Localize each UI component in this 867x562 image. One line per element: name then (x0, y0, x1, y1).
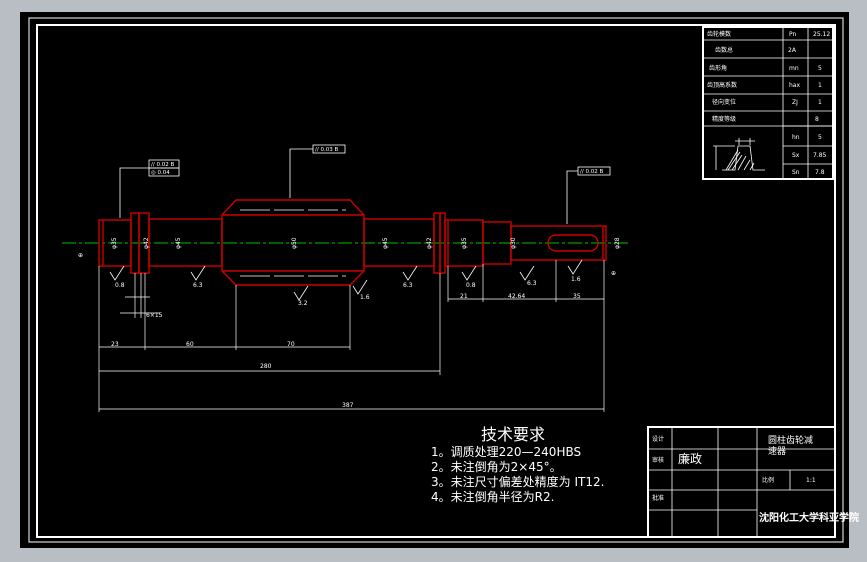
param-symbol-6: hn (792, 134, 800, 141)
designer-name: 廉政 (678, 451, 702, 466)
dia-label-8: φ28 (614, 237, 621, 249)
dia-label-3: φ50 (291, 237, 298, 249)
tech-req-item-1: 1。调质处理220—240HBS (431, 445, 581, 459)
roughness-3: 1.6 (360, 294, 370, 301)
dim-70: 70 (287, 341, 295, 348)
param-symbol-7: Sx (792, 152, 800, 159)
tech-req-item-3: 3。未注尺寸偏差处精度为 IT12. (431, 474, 604, 489)
dia-label-6: φ35 (461, 237, 468, 249)
parameters-table: 齿轮模数 Pn 25.12 齿数总 2A 齿形角 mn 5 齿顶高系数 hax … (702, 26, 834, 180)
title-check-label: 审核 (652, 456, 664, 464)
dim-23: 23 (111, 341, 119, 348)
gear-hidden-lines (240, 209, 346, 277)
dia-label-7: φ30 (510, 237, 517, 249)
param-symbol-8: Sn (792, 169, 800, 176)
dia-label-4: φ45 (382, 237, 389, 249)
tech-req-item-4: 4。未注倒角半径为R2. (431, 489, 554, 504)
param-label-4: 径向变位 (712, 98, 736, 106)
scale-value: 1:1 (806, 477, 816, 484)
dia-label-2: φ45 (175, 237, 182, 249)
roughness-0: 0.8 (115, 282, 125, 289)
dim-60: 60 (186, 341, 194, 348)
param-symbol-0: Pn (789, 31, 797, 38)
param-value-8: 7.8 (815, 169, 825, 176)
title-approve-label: 批准 (652, 494, 664, 502)
dim-280: 280 (260, 363, 272, 370)
param-value-2: 5 (818, 65, 822, 72)
tolerance-frames (119, 144, 611, 224)
gtol-middle: // 0.03 B (315, 147, 338, 153)
tech-req-item-2: 2。未注倒角为2×45°。 (431, 459, 562, 474)
dim-35: 35 (573, 293, 581, 300)
param-value-7: 7.85 (813, 152, 827, 159)
scale-label: 比例 (762, 476, 774, 484)
gtol-left-bottom: ◎ 0.04 (151, 170, 170, 176)
param-label-2: 齿形角 (709, 64, 727, 72)
param-label-1: 齿数总 (715, 46, 733, 54)
title-design-label: 设计 (652, 435, 664, 443)
school-name: 沈阳化工大学科亚学院 (759, 511, 859, 524)
roughness-symbols (109, 259, 583, 301)
dim-42-64: 42.64 (508, 293, 525, 300)
dia-label-5: φ42 (426, 237, 433, 249)
param-value-5: 8 (815, 116, 819, 123)
roughness-5: 0.8 (466, 282, 476, 289)
outer-border (28, 17, 844, 543)
param-label-0: 齿轮模数 (707, 30, 731, 38)
param-value-4: 1 (818, 99, 822, 106)
dia-label-1: φ42 (143, 237, 150, 249)
roughness-7: 1.6 (571, 276, 581, 283)
dimension-lines (98, 260, 605, 412)
gtol-right: // 0.02 B (580, 169, 603, 175)
inner-border (36, 24, 836, 538)
param-value-0: 25.12 (813, 31, 830, 38)
roughness-2: 3.2 (298, 300, 308, 307)
dia-label-0: φ35 (111, 237, 118, 249)
param-symbol-4: ZJ (792, 99, 798, 106)
gtol-left-top: // 0.02 B (151, 162, 174, 168)
param-label-3: 齿顶高系数 (707, 81, 737, 89)
param-symbol-2: mn (789, 65, 799, 72)
drawing-title: 圆柱齿轮减 速器 (768, 434, 816, 457)
tech-req-title: 技术要求 (481, 425, 545, 444)
dim-21: 21 (460, 293, 468, 300)
datum-marker-right: ⊕ (611, 270, 616, 277)
param-value-1: 2A (788, 47, 797, 54)
dim-6x15: 6×15 (146, 312, 163, 319)
diameter-labels: φ35 φ42 φ45 φ50 φ45 φ42 φ35 φ30 φ28 (111, 237, 621, 249)
param-label-5: 精度等级 (712, 115, 736, 123)
tooth-profile-sketch (713, 138, 765, 171)
dim-387: 387 (342, 402, 354, 409)
param-value-3: 1 (818, 82, 822, 89)
drawing-sheet[interactable] (20, 12, 849, 548)
roughness-4: 6.3 (403, 282, 413, 289)
param-symbol-3: hax (789, 82, 800, 89)
title-block (647, 426, 836, 538)
roughness-1: 6.3 (193, 282, 203, 289)
param-value-6: 5 (818, 134, 822, 141)
datum-marker-left: ⊕ (78, 252, 83, 259)
tech-requirements: 技术要求 1。调质处理220—240HBS 2。未注倒角为2×45°。 3。未注… (431, 425, 604, 504)
roughness-6: 6.3 (527, 280, 537, 287)
